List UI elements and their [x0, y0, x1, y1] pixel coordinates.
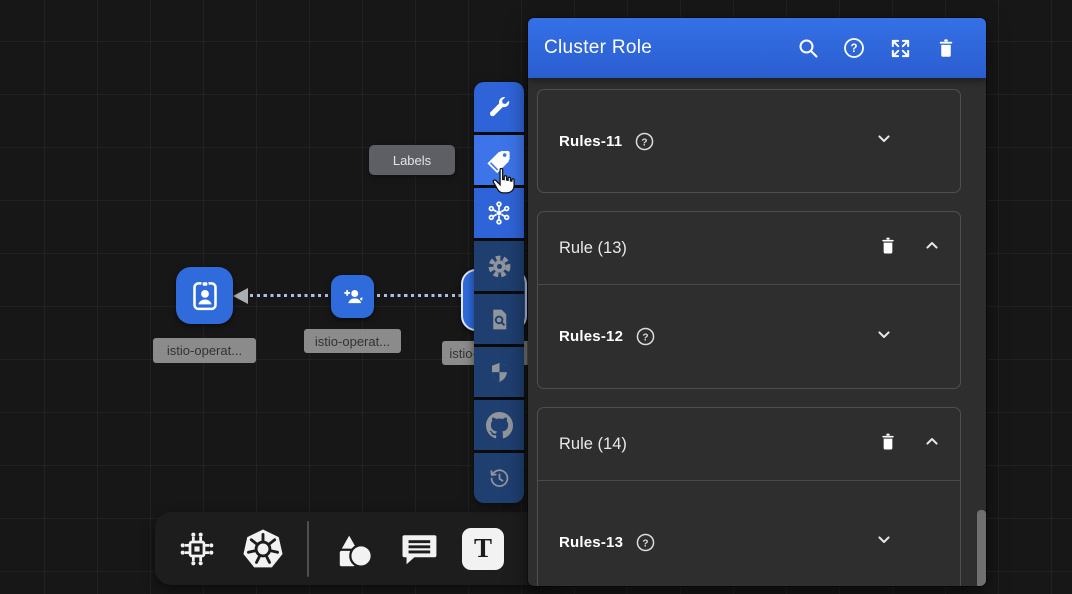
- delete-rule-button[interactable]: [878, 236, 898, 261]
- help-circle-icon[interactable]: ?: [635, 326, 656, 347]
- search-button[interactable]: [796, 36, 820, 60]
- left-toolbar: [474, 82, 524, 503]
- shapes-button[interactable]: [330, 526, 376, 572]
- toolbar-divider: [307, 520, 309, 577]
- panel-header: Cluster Role ?: [528, 18, 986, 78]
- field-label: Rules-13: [559, 533, 624, 551]
- cluster-role-panel: Cluster Role ?: [528, 18, 986, 586]
- field-row[interactable]: Rules-11 ?: [538, 90, 960, 192]
- text-tool-icon: T: [462, 527, 504, 570]
- trash-icon: [882, 237, 894, 254]
- expand-button[interactable]: [888, 36, 912, 60]
- kubernetes-button[interactable]: [240, 526, 286, 572]
- panel-scrollbar[interactable]: [977, 510, 986, 586]
- chevron-down-icon[interactable]: [874, 530, 894, 555]
- labels-button[interactable]: [474, 135, 524, 185]
- rule-header[interactable]: Rule (13): [538, 212, 960, 285]
- doc-search-button[interactable]: [474, 294, 524, 344]
- edge-dotted-line: [377, 294, 461, 297]
- document-search-icon: [492, 309, 506, 329]
- comment-icon: [402, 534, 437, 564]
- shapes-icon: [336, 530, 373, 569]
- chevron-down-icon[interactable]: [874, 324, 894, 349]
- node-label: istio-operat...: [304, 329, 401, 353]
- labels-tooltip: Labels: [369, 145, 455, 175]
- panel-body: Rules-11 ?: [528, 78, 986, 586]
- help-circle-icon[interactable]: ?: [634, 131, 655, 152]
- shield-icon: [491, 362, 507, 382]
- field-label: Rules-12: [559, 328, 624, 345]
- rule-title: Rule (14): [559, 434, 627, 453]
- user-add-icon: [343, 289, 363, 303]
- circuit-icon: [180, 532, 214, 565]
- snowflake-button[interactable]: [474, 188, 524, 238]
- circuit-button[interactable]: [175, 527, 219, 571]
- gear-icon: [488, 255, 510, 277]
- id-badge-icon: [192, 280, 217, 310]
- chevron-up-icon[interactable]: [922, 236, 942, 261]
- edge-dotted-line: [250, 294, 331, 297]
- expand-icon: [891, 39, 909, 57]
- trash-icon: [939, 39, 953, 57]
- history-icon: [489, 468, 508, 487]
- edge-arrowhead: [233, 288, 248, 304]
- rule-header[interactable]: Rule (14): [538, 408, 960, 481]
- rules-card: Rules-11 ?: [537, 89, 961, 193]
- wrench-icon: [490, 96, 510, 117]
- field-row[interactable]: Rules-12 ?: [538, 285, 960, 388]
- panel-title: Cluster Role: [544, 37, 653, 58]
- help-circle-icon[interactable]: ?: [635, 532, 656, 553]
- chevron-down-icon[interactable]: [874, 129, 894, 154]
- github-icon: [485, 411, 513, 438]
- text-tool-button[interactable]: T: [462, 527, 504, 570]
- search-icon: [799, 39, 818, 58]
- kubernetes-icon: [243, 528, 283, 567]
- delete-button[interactable]: [934, 36, 958, 60]
- rule-card: Rule (14) Rules-: [537, 407, 961, 586]
- svg-text:?: ?: [642, 137, 648, 148]
- field-row[interactable]: Rules-13 ?: [538, 481, 960, 586]
- bottom-toolbar: T: [155, 512, 557, 585]
- tag-icon: [486, 150, 510, 173]
- node-istio-operator-2[interactable]: [331, 275, 374, 318]
- history-button[interactable]: [474, 453, 524, 503]
- trash-icon: [882, 433, 894, 450]
- wrench-button[interactable]: [474, 82, 524, 132]
- snowflake-icon: [488, 201, 510, 225]
- github-button[interactable]: [474, 400, 524, 450]
- rule-title: Rule (13): [559, 238, 627, 257]
- field-label: Rules-11: [559, 132, 623, 150]
- delete-rule-button[interactable]: [878, 432, 898, 457]
- comment-button[interactable]: [397, 527, 441, 571]
- help-button[interactable]: ?: [842, 36, 866, 60]
- settings-button[interactable]: [474, 241, 524, 291]
- shield-button[interactable]: [474, 347, 524, 397]
- svg-text:?: ?: [643, 538, 649, 549]
- svg-text:?: ?: [643, 332, 649, 343]
- chevron-up-icon[interactable]: [922, 432, 942, 457]
- svg-text:?: ?: [850, 43, 857, 55]
- rule-card: Rule (13) Rules-: [537, 211, 961, 389]
- help-icon: ?: [844, 38, 864, 58]
- node-istio-operator-1[interactable]: [176, 267, 233, 324]
- node-label: istio-operat...: [153, 338, 256, 363]
